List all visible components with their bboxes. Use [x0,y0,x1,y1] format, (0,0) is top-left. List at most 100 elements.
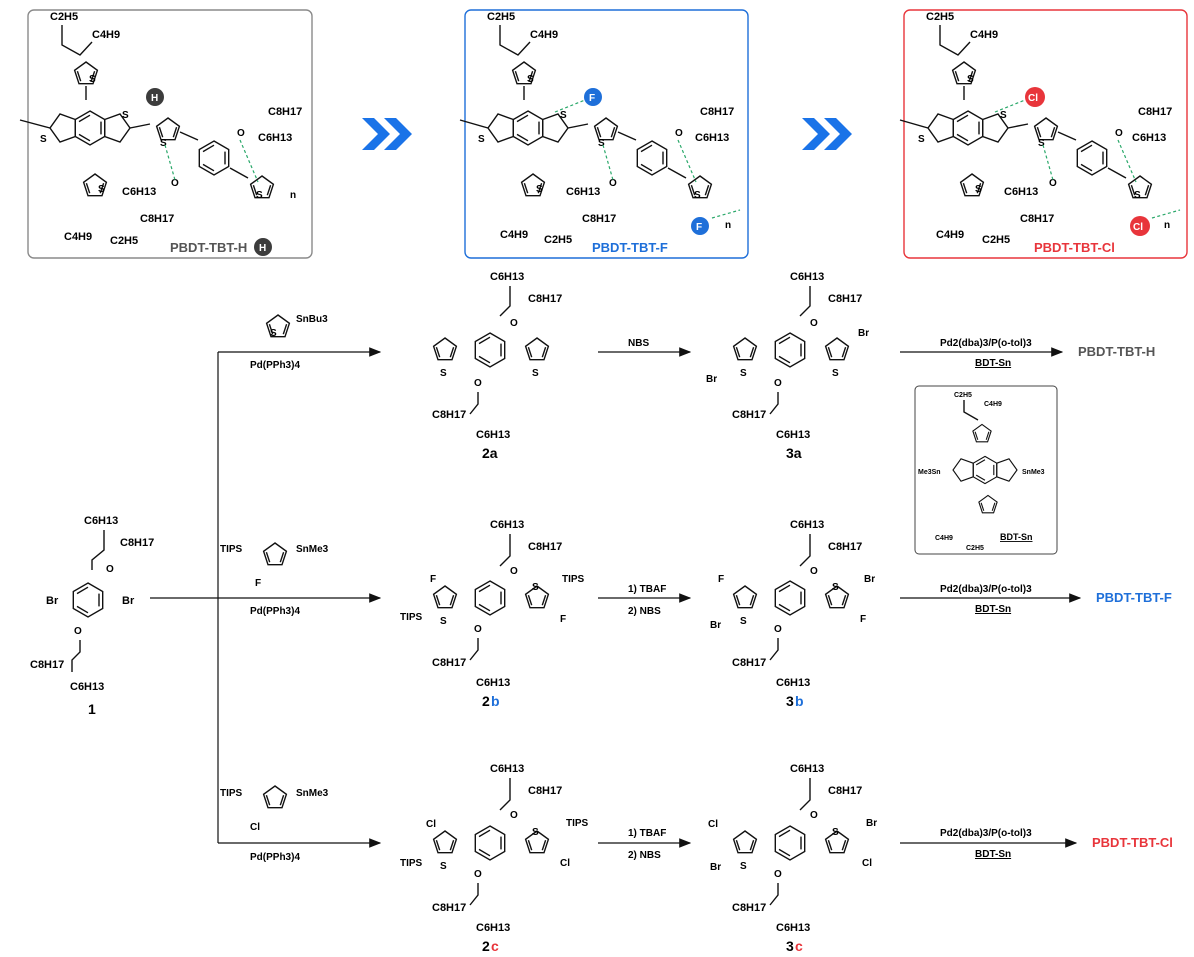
svg-text:C4H9: C4H9 [500,229,528,241]
svg-text:b: b [795,693,804,709]
svg-text:PBDT-TBT-F: PBDT-TBT-F [1096,590,1172,605]
svg-text:C6H13: C6H13 [70,681,104,693]
svg-text:S: S [478,134,485,145]
svg-text:S: S [598,138,605,149]
svg-text:C6H13: C6H13 [476,677,510,689]
svg-text:C8H17: C8H17 [828,293,862,305]
svg-text:C4H9: C4H9 [530,29,558,41]
svg-text:F: F [860,614,866,625]
svg-text:C2H5: C2H5 [926,11,954,23]
svg-text:O: O [510,566,518,577]
svg-text:n: n [1164,220,1170,231]
svg-text:C4H9: C4H9 [984,401,1002,408]
svg-text:C4H9: C4H9 [936,229,964,241]
svg-text:BDT-Sn: BDT-Sn [975,849,1011,860]
svg-text:C8H17: C8H17 [582,213,616,225]
svg-text:F: F [589,93,595,104]
svg-text:C8H17: C8H17 [268,106,302,118]
svg-text:n: n [725,220,731,231]
step-stille-c: Pd2(dba)3/P(o-tol)3 BDT-Sn PBDT-TBT-Cl [900,828,1173,860]
svg-text:O: O [675,128,683,139]
svg-text:S: S [160,138,167,149]
svg-text:Cl: Cl [1133,222,1143,233]
svg-text:C6H13: C6H13 [566,186,600,198]
svg-text:TIPS: TIPS [400,858,423,869]
svg-text:C8H17: C8H17 [432,657,466,669]
svg-text:C8H17: C8H17 [528,541,562,553]
step-tbaf-nbs-b: 1) TBAF 2) NBS [598,584,692,617]
svg-text:S: S [832,368,839,379]
bdt-sn-box: C2H5 C4H9 Me3Sn SnMe3 C4H9 C2H5 BDT-Sn [914,385,1058,555]
svg-text:C8H17: C8H17 [1020,213,1054,225]
svg-text:S: S [832,827,839,838]
svg-text:C8H17: C8H17 [828,785,862,797]
panel-pbdt-tbt-h: C2H5 C4H9 S S S S H S H O O C8H17 C6H13 … [19,9,313,259]
svg-text:C8H17: C8H17 [700,106,734,118]
svg-text:b: b [491,693,500,709]
panel-title-f: PBDT-TBT-F [592,240,668,255]
compound-2a: C6H13 C8H17 O S S O C8H17 C6H13 2a [432,271,562,461]
compound-3c: C6H13 C8H17 O Cl Br S S Br Cl O C8H17 C6… [708,763,877,954]
svg-text:NBS: NBS [628,338,649,349]
step-nbs: NBS [598,338,692,357]
svg-text:Cl: Cl [1028,93,1038,104]
svg-text:C2H5: C2H5 [544,234,572,246]
svg-text:C2H5: C2H5 [110,235,138,247]
svg-text:C6H13: C6H13 [790,763,824,775]
svg-text:Br: Br [46,595,59,607]
svg-text:Cl: Cl [862,858,872,869]
svg-text:C6H13: C6H13 [776,677,810,689]
svg-text:S: S [740,861,747,872]
svg-text:2: 2 [482,938,490,954]
svg-text:O: O [171,178,179,189]
panel-pbdt-tbt-f: C2H5 C4H9 S S S S F S F O O C8H17 C6H13 … [459,9,749,259]
svg-text:C2H5: C2H5 [966,545,984,552]
svg-text:F: F [255,578,261,589]
step-stille-b: Pd2(dba)3/P(o-tol)3 BDT-Sn PBDT-TBT-F [900,584,1172,615]
panel-pbdt-tbt-cl: C2H5 C4H9 S S S S Cl S Cl O O C8H17 C6H1… [899,9,1188,259]
svg-text:SnMe3: SnMe3 [296,544,329,555]
svg-text:2: 2 [482,693,490,709]
svg-text:BDT-Sn: BDT-Sn [1000,532,1033,542]
svg-text:S: S [560,110,567,121]
compound-2b: C6H13 C8H17 O F TIPS S S TIPS F O C8H17 … [400,519,585,709]
svg-text:S: S [440,368,447,379]
svg-text:C2H5: C2H5 [487,11,515,23]
ethyl-label: C2H5 [50,11,78,23]
compound-2c: C6H13 C8H17 O Cl TIPS S S TIPS Cl O C8H1… [400,763,589,954]
svg-text:O: O [810,810,818,821]
compound-3a: C6H13 C8H17 O S Br S Br O C8H17 C6H13 3a [706,271,869,461]
svg-text:C8H17: C8H17 [140,213,174,225]
svg-text:SnMe3: SnMe3 [296,788,329,799]
svg-text:C6H13: C6H13 [790,519,824,531]
svg-text:S: S [532,368,539,379]
svg-text:3: 3 [786,938,794,954]
svg-text:S: S [270,328,277,339]
svg-text:TIPS: TIPS [566,818,589,829]
svg-text:Br: Br [858,328,869,339]
svg-text:O: O [609,178,617,189]
compound-3b: C6H13 C8H17 O F Br S S Br F O C8H17 C6H1… [710,519,875,709]
svg-text:Br: Br [864,574,875,585]
svg-text:C6H13: C6H13 [84,515,118,527]
svg-text:O: O [774,378,782,389]
svg-text:C4H9: C4H9 [935,535,953,542]
svg-text:C6H13: C6H13 [490,271,524,283]
svg-text:C6H13: C6H13 [490,519,524,531]
svg-text:O: O [106,564,114,575]
svg-text:c: c [795,938,803,954]
svg-text:F: F [430,574,436,585]
svg-text:TIPS: TIPS [562,574,585,585]
svg-text:O: O [774,869,782,880]
svg-text:C2H5: C2H5 [982,234,1010,246]
svg-text:BDT-Sn: BDT-Sn [975,604,1011,615]
svg-text:S: S [532,827,539,838]
panel-title-h: PBDT-TBT-H [170,240,247,255]
svg-text:Pd2(dba)3/P(o-tol)3: Pd2(dba)3/P(o-tol)3 [940,828,1032,839]
svg-text:C8H17: C8H17 [432,409,466,421]
branch-lines [150,347,382,848]
svg-text:S: S [740,368,747,379]
svg-text:C6H13: C6H13 [776,922,810,934]
svg-text:C6H13: C6H13 [695,132,729,144]
